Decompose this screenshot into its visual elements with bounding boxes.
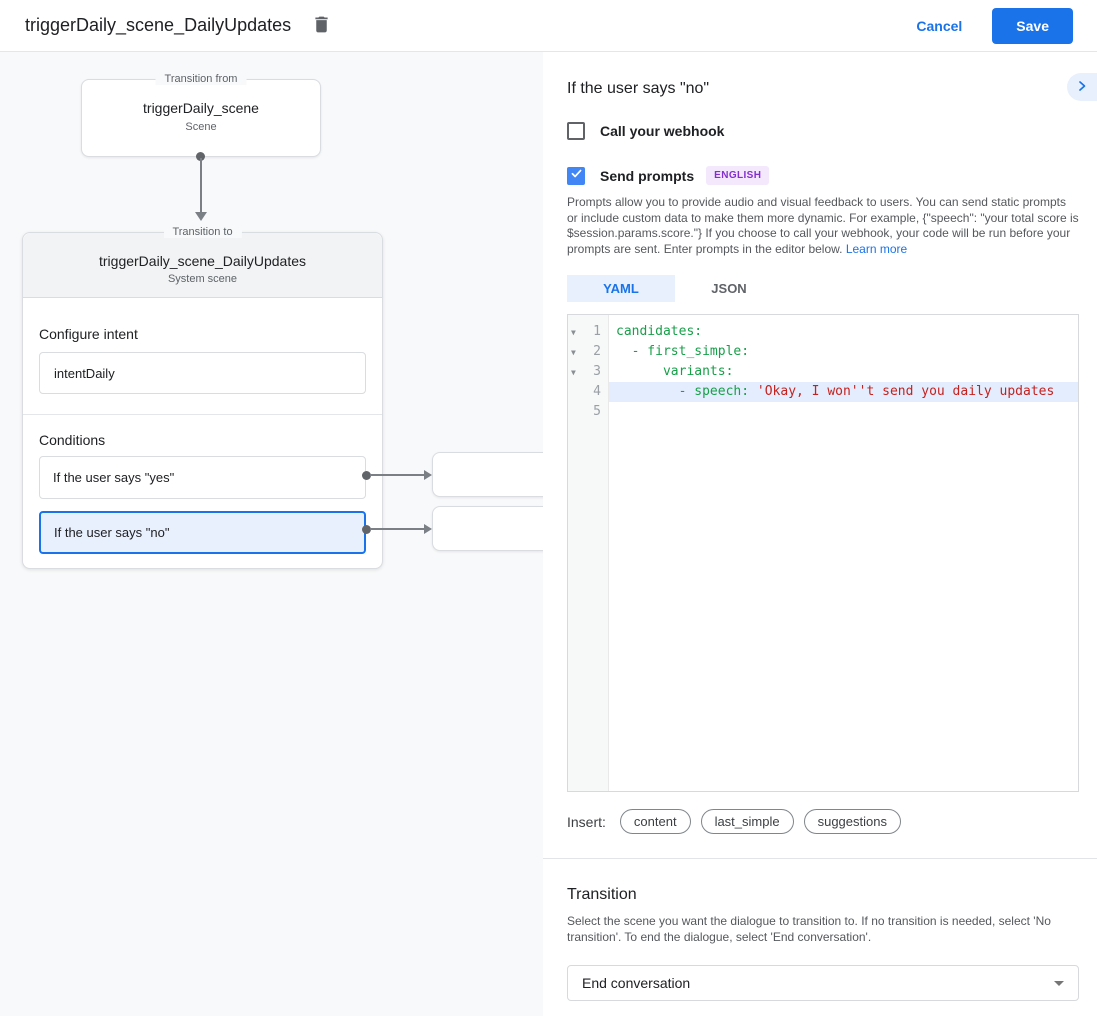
transition-title: Transition <box>567 886 637 903</box>
transition-target-node[interactable] <box>432 452 543 497</box>
gutter-line: 5 <box>568 402 608 422</box>
tab-json[interactable]: JSON <box>675 275 783 302</box>
fold-arrow-icon[interactable]: ▼ <box>571 328 576 337</box>
editor-gutter: ▼ 1 ▼ 2 ▼ 3 4 <box>568 315 609 791</box>
send-prompts-label: Send prompts <box>600 167 695 184</box>
check-icon <box>570 167 583 185</box>
send-prompts-checkbox[interactable] <box>567 166 585 185</box>
to-node-header: triggerDaily_scene_DailyUpdates System s… <box>23 233 382 298</box>
gutter-line: ▼ 2 <box>568 342 608 362</box>
editor-code-area[interactable]: candidates: - first_simple: variants: - … <box>609 315 1078 791</box>
connector-dot <box>362 471 371 480</box>
yaml-string: 'Okay, I won''t send you daily updates <box>756 384 1055 399</box>
condition-detail-panel: If the user says "no" Call your webhook <box>543 52 1097 1016</box>
cancel-button[interactable]: Cancel <box>916 17 963 34</box>
webhook-checkbox[interactable] <box>567 122 585 140</box>
from-scene-type: Scene <box>185 121 217 133</box>
insert-row: Insert: content last_simple suggestions <box>567 809 1079 834</box>
condition-label: If the user says "no" <box>54 525 170 540</box>
yaml-key: - first_simple: <box>616 344 750 359</box>
save-button[interactable]: Save <box>992 7 1073 44</box>
insert-chip-suggestions[interactable]: suggestions <box>803 809 901 834</box>
transition-to-legend: Transition to <box>163 226 242 238</box>
code-line: - first_simple: <box>609 342 1078 362</box>
transition-dropdown-value: End conversation <box>582 975 691 991</box>
line-number: 5 <box>593 404 601 419</box>
tab-yaml[interactable]: YAML <box>567 275 675 302</box>
code-line: variants: <box>609 362 1078 382</box>
intent-field[interactable]: intentDaily <box>39 352 366 394</box>
prompts-section: If the user says "no" Call your webhook <box>543 52 1097 859</box>
transition-target-node[interactable] <box>432 506 543 551</box>
gutter-line: ▼ 3 <box>568 362 608 382</box>
gutter-line: 4 <box>568 382 608 402</box>
flow-canvas: Transition from triggerDaily_scene Scene… <box>0 52 543 1016</box>
page-title: triggerDaily_scene_DailyUpdates <box>25 15 292 35</box>
intent-value: intentDaily <box>54 365 115 381</box>
header-bar: triggerDaily_scene_DailyUpdates Cancel S… <box>0 0 1097 52</box>
fold-arrow-icon[interactable]: ▼ <box>571 348 576 357</box>
chevron-right-icon <box>1076 80 1088 95</box>
arrowhead-right-icon <box>424 470 432 480</box>
prompts-description: Prompts allow you to provide audio and v… <box>567 195 1079 257</box>
line-number: 3 <box>593 364 601 379</box>
code-line: candidates: <box>609 322 1078 342</box>
transition-section: Transition Select the scene you want the… <box>543 859 1097 1025</box>
code-line-active: - speech: 'Okay, I won''t send you daily… <box>609 382 1078 402</box>
line-number: 4 <box>593 384 601 399</box>
editor-format-tabs: YAML JSON <box>567 275 1079 302</box>
connector-dot <box>362 525 371 534</box>
delete-button[interactable] <box>311 14 332 38</box>
trash-icon <box>311 14 332 38</box>
line-number: 1 <box>593 324 601 339</box>
configure-intent-label: Configure intent <box>39 326 138 342</box>
send-prompts-row: Send prompts ENGLISH <box>567 166 1079 185</box>
condition-item-no[interactable]: If the user says "no" <box>39 511 366 554</box>
insert-chip-last-simple[interactable]: last_simple <box>700 809 794 834</box>
learn-more-link[interactable]: Learn more <box>845 241 908 256</box>
fold-arrow-icon[interactable]: ▼ <box>571 368 576 377</box>
connector-dot <box>196 152 205 161</box>
condition-title: If the user says "no" <box>567 80 710 97</box>
arrowhead-down-icon <box>195 212 207 221</box>
connector-line <box>370 528 424 530</box>
arrowhead-right-icon <box>424 524 432 534</box>
yaml-key: - speech: <box>616 384 757 399</box>
condition-item-yes[interactable]: If the user says "yes" <box>39 456 366 499</box>
transition-from-node[interactable]: Transition from triggerDaily_scene Scene <box>81 73 321 157</box>
line-number: 2 <box>593 344 601 359</box>
transition-dropdown[interactable]: End conversation <box>567 965 1079 1001</box>
to-scene-name: triggerDaily_scene_DailyUpdates <box>99 253 306 269</box>
code-line <box>609 402 1078 422</box>
from-scene-name: triggerDaily_scene <box>143 100 259 116</box>
yaml-key: candidates: <box>616 324 703 339</box>
collapse-panel-button[interactable] <box>1067 73 1097 101</box>
prompts-description-text: Prompts allow you to provide audio and v… <box>567 195 1079 256</box>
prompt-code-editor: ▼ 1 ▼ 2 ▼ 3 4 <box>567 314 1079 792</box>
conditions-label: Conditions <box>39 432 106 448</box>
webhook-label: Call your webhook <box>600 123 725 139</box>
to-scene-type: System scene <box>167 273 238 285</box>
language-badge: ENGLISH <box>706 166 770 185</box>
insert-chip-content[interactable]: content <box>619 809 691 834</box>
transition-to-node: Transition to triggerDaily_scene_DailyUp… <box>22 226 383 569</box>
yaml-key: variants: <box>616 364 734 379</box>
connector-line <box>200 158 202 214</box>
dropdown-caret-icon <box>1054 980 1064 986</box>
insert-label: Insert: <box>567 813 606 830</box>
webhook-row: Call your webhook <box>567 122 1079 140</box>
transition-description: Select the scene you want the dialogue t… <box>567 914 1051 944</box>
connector-line <box>370 474 424 476</box>
condition-label: If the user says "yes" <box>53 470 175 485</box>
gutter-line: ▼ 1 <box>568 322 608 342</box>
transition-from-legend: Transition from <box>155 73 247 85</box>
divider <box>23 414 382 415</box>
